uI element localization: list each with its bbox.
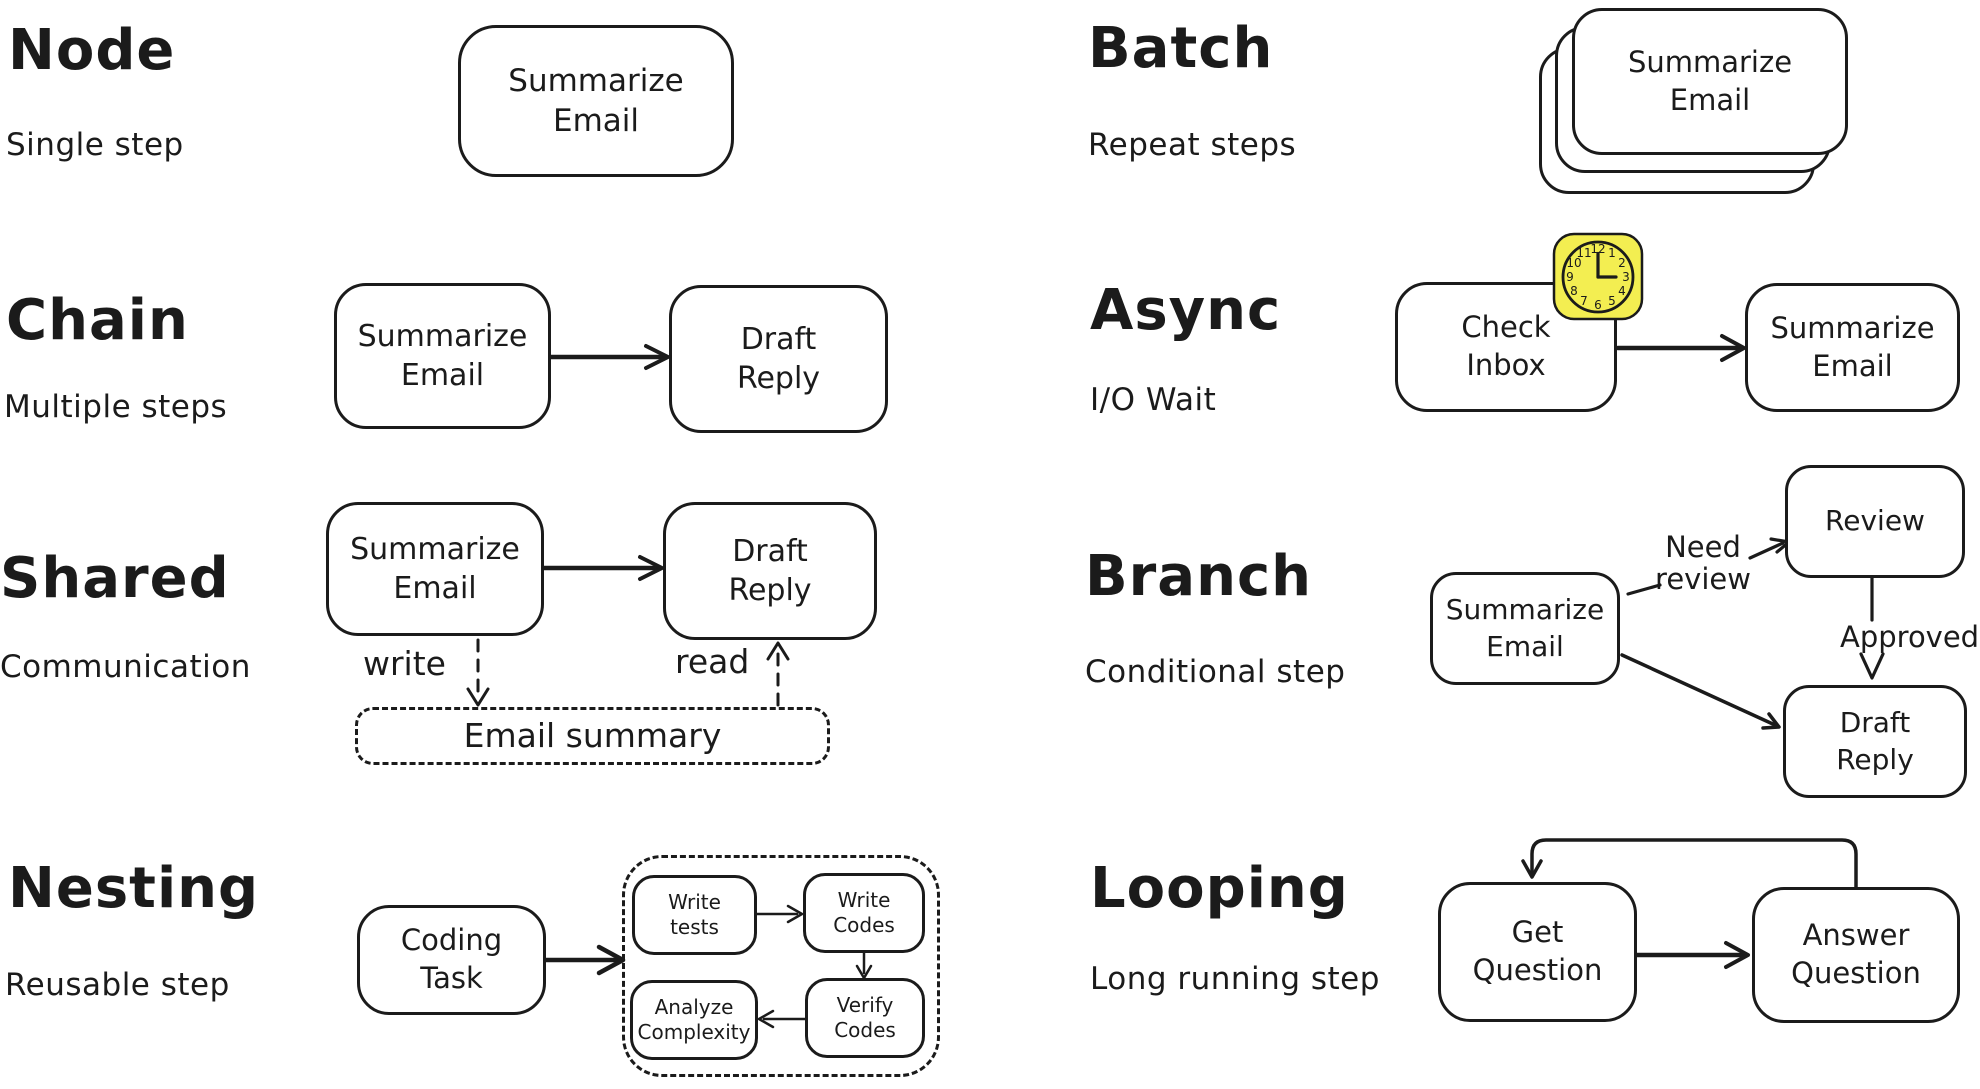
nesting-section-subtitle: Reusable step bbox=[5, 967, 230, 1003]
chain-arrow bbox=[548, 344, 670, 370]
nesting-section-title: Nesting bbox=[8, 856, 260, 921]
looping-box-get-question: Get Question bbox=[1438, 882, 1637, 1022]
branch-direct-arrow bbox=[1620, 653, 1781, 730]
chain-box2-label: Draft Reply bbox=[736, 322, 821, 396]
clock-numeral-7: 7 bbox=[1580, 294, 1588, 308]
shared-store-box: Email summary bbox=[355, 707, 830, 765]
branch-section-title: Branch bbox=[1085, 544, 1313, 609]
shared-section-subtitle: Communication bbox=[0, 649, 251, 685]
branch-box-review: Review bbox=[1785, 465, 1965, 578]
shared-write-label: write bbox=[363, 644, 446, 683]
async-box-summarize-email: Summarize Email bbox=[1745, 283, 1960, 412]
nesting-dashed-container bbox=[622, 855, 940, 1077]
looping-section-subtitle: Long running step bbox=[1090, 961, 1380, 997]
async-arrow bbox=[1615, 334, 1746, 362]
looping-box-answer-question: Answer Question bbox=[1752, 887, 1960, 1023]
shared-write-arrow bbox=[466, 638, 490, 707]
node-box-summarize-email: Summarize Email bbox=[458, 25, 734, 177]
chain-box-draft-reply: Draft Reply bbox=[669, 285, 888, 433]
branch-box-draft-reply: Draft Reply bbox=[1783, 685, 1967, 798]
chain-box1-label: Summarize Email bbox=[357, 319, 528, 393]
clock-numeral-11: 11 bbox=[1576, 246, 1591, 260]
clock-numeral-3: 3 bbox=[1622, 270, 1630, 284]
clock-numeral-12: 12 bbox=[1590, 242, 1605, 256]
nesting-inner1-label: Write tests bbox=[668, 890, 721, 939]
nesting-box-verify-codes: Verify Codes bbox=[805, 978, 925, 1058]
chain-section-title: Chain bbox=[6, 288, 189, 353]
clock-numeral-9: 9 bbox=[1566, 270, 1574, 284]
nesting-inner2-label: Write Codes bbox=[833, 888, 895, 937]
shared-section-title: Shared bbox=[0, 546, 230, 611]
chain-box-summarize-email: Summarize Email bbox=[334, 283, 551, 429]
clock-numeral-5: 5 bbox=[1608, 294, 1616, 308]
branch-approved-arrow bbox=[1859, 576, 1885, 680]
clock-numeral-4: 4 bbox=[1618, 284, 1626, 298]
looping-section-title: Looping bbox=[1090, 856, 1349, 921]
shared-main-arrow bbox=[541, 555, 664, 581]
batch-card-front: Summarize Email bbox=[1572, 8, 1848, 155]
async-box1-label: Check Inbox bbox=[1461, 310, 1551, 382]
shared-box1-label: Summarize Email bbox=[350, 532, 520, 606]
nesting-verifycodes-analyze-arrow bbox=[757, 1009, 807, 1029]
shared-box-summarize-email: Summarize Email bbox=[326, 502, 544, 636]
batch-section-subtitle: Repeat steps bbox=[1088, 127, 1297, 163]
branch-start-label: Summarize Email bbox=[1445, 593, 1605, 663]
looping-box1-label: Get Question bbox=[1472, 915, 1603, 987]
nesting-box-coding-task: Coding Task bbox=[357, 905, 546, 1015]
branch-box-summarize-email: Summarize Email bbox=[1430, 572, 1620, 685]
node-box-label: Summarize Email bbox=[508, 62, 684, 139]
async-section-title: Async bbox=[1090, 278, 1282, 343]
looping-loopback-arrow bbox=[1521, 838, 1858, 889]
shared-read-arrow bbox=[766, 641, 790, 707]
batch-box-label: Summarize Email bbox=[1627, 44, 1793, 117]
node-section-subtitle: Single step bbox=[6, 127, 184, 163]
shared-box2-label: Draft Reply bbox=[728, 534, 812, 608]
shared-box-draft-reply: Draft Reply bbox=[663, 502, 877, 640]
clock-numeral-6: 6 bbox=[1594, 298, 1602, 312]
clock-numeral-10: 10 bbox=[1566, 256, 1581, 270]
clock-numeral-1: 1 bbox=[1608, 246, 1616, 260]
branch-review-label: Review bbox=[1825, 504, 1925, 538]
clock-icon: 12 1 2 3 4 5 6 7 8 9 10 11 bbox=[1552, 232, 1644, 321]
nesting-outer-label: Coding Task bbox=[400, 923, 503, 995]
chain-section-subtitle: Multiple steps bbox=[4, 389, 228, 425]
branch-approved-label: Approved bbox=[1840, 620, 1980, 654]
async-box2-label: Summarize Email bbox=[1770, 310, 1935, 383]
async-section-subtitle: I/O Wait bbox=[1090, 382, 1217, 418]
nesting-inner3-label: Verify Codes bbox=[834, 993, 896, 1042]
nesting-writetests-writecodes-arrow bbox=[755, 904, 804, 924]
shared-read-label: read bbox=[675, 642, 750, 681]
node-section-title: Node bbox=[8, 18, 176, 83]
shared-store-label: Email summary bbox=[463, 715, 722, 755]
branch-need-review-label: Need review bbox=[1655, 530, 1751, 596]
nesting-entry-arrow bbox=[543, 944, 626, 976]
clock-numeral-8: 8 bbox=[1570, 284, 1578, 298]
branch-section-subtitle: Conditional step bbox=[1085, 654, 1346, 690]
clock-numeral-2: 2 bbox=[1618, 256, 1626, 270]
nesting-box-analyze-complexity: Analyze Complexity bbox=[630, 980, 758, 1060]
looping-box2-label: Answer Question bbox=[1791, 918, 1921, 990]
nesting-box-write-tests: Write tests bbox=[632, 875, 757, 955]
branch-draft-label: Draft Reply bbox=[1836, 706, 1914, 776]
looping-forward-arrow bbox=[1634, 941, 1750, 969]
batch-section-title: Batch bbox=[1088, 16, 1274, 81]
nesting-box-write-codes: Write Codes bbox=[803, 873, 925, 953]
nesting-inner4-label: Analyze Complexity bbox=[637, 995, 751, 1044]
